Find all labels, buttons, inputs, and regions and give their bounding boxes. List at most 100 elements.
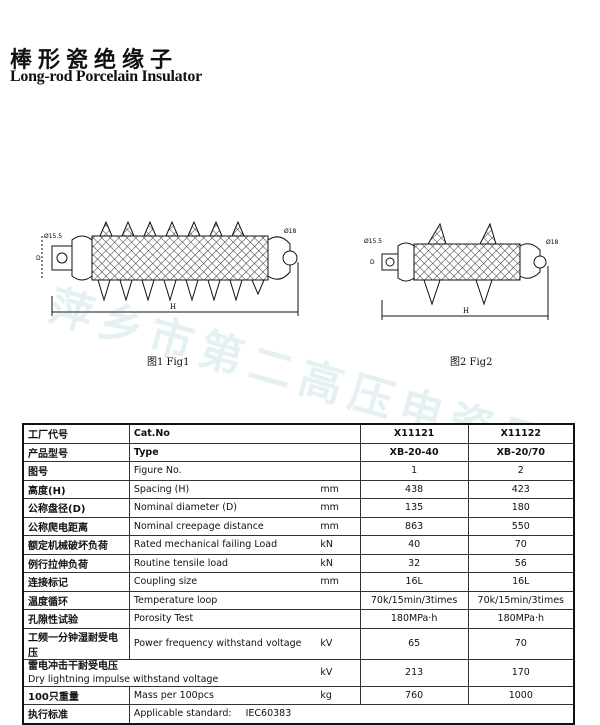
row-cn: 图号 — [22, 461, 130, 481]
header-value-1: X11121 — [359, 423, 469, 444]
row-value-2: 423 — [467, 479, 575, 499]
standard-cell: Applicable standard: IEC60383 — [128, 704, 575, 724]
insulator-drawings: Ø15.5 Ø18 H D Ø15.5 Ø18 H D — [36, 220, 559, 320]
header-value-1: XB-20-40 — [359, 442, 469, 462]
row-unit: kN — [316, 535, 361, 555]
mass-unit: kg — [316, 685, 361, 705]
row-value-2: 550 — [467, 516, 575, 536]
row-unit: kN — [316, 553, 361, 573]
fig1-length-label: H — [170, 303, 176, 311]
mass-en: Mass per 100pcs — [128, 685, 317, 705]
row-unit — [316, 590, 361, 610]
row-value-1: 32 — [359, 553, 469, 573]
row-en: Nominal creepage distance — [128, 516, 317, 536]
row-en: Figure No. — [128, 461, 317, 481]
standard-label: Applicable standard: — [133, 708, 232, 720]
row-value-1: 863 — [359, 516, 469, 536]
row-value-2: 70 — [467, 535, 575, 555]
row-en: Coupling size — [128, 572, 317, 592]
row-unit: mm — [316, 516, 361, 536]
row-value-1: 1 — [359, 461, 469, 481]
fig1-d-label: D — [36, 255, 41, 262]
mass-value-2: 1000 — [467, 685, 575, 705]
lightning-en: Dry lightning impulse withstand voltage — [28, 673, 219, 685]
figure1-drawing — [41, 220, 299, 316]
row-value-2: 16L — [467, 572, 575, 592]
row-value-2: 70 — [467, 627, 575, 660]
fig2-d-label: D — [370, 259, 375, 266]
row-en: Porosity Test — [128, 609, 317, 629]
figure2-drawing — [381, 222, 549, 320]
header-en: Cat.No — [128, 423, 317, 444]
row-value-1: 135 — [359, 498, 469, 518]
row-cn: 公称盘径(D) — [22, 498, 130, 518]
header-unit — [316, 442, 361, 462]
mass-value-1: 760 — [359, 685, 469, 705]
row-value-1: 180MPa·h — [359, 609, 469, 629]
fig1-left-diameter: Ø15.5 — [44, 233, 62, 240]
row-cn: 连接标记 — [22, 572, 130, 592]
fig2-length-label: H — [463, 307, 469, 315]
header-en: Type — [128, 442, 317, 462]
row-unit: mm — [316, 479, 361, 499]
title-chinese: 棒形瓷绝缘子 — [10, 47, 179, 73]
row-value-1: 70k/15min/3times — [359, 590, 469, 610]
row-cn: 高度(H) — [22, 479, 130, 499]
mass-cn: 100只重量 — [22, 685, 130, 705]
header-unit — [316, 423, 361, 444]
row-value-2: 56 — [467, 553, 575, 573]
row-en: Routine tensile load — [128, 553, 317, 573]
lightning-value-2: 170 — [467, 658, 575, 687]
row-cn: 额定机械破坏负荷 — [22, 535, 130, 555]
fig1-caption: 图1 Fig1 — [147, 357, 190, 368]
header-cn: 产品型号 — [22, 442, 130, 462]
fig2-right-diameter: Ø18 — [546, 239, 559, 246]
header-value-2: XB-20/70 — [467, 442, 575, 462]
header-value-2: X11122 — [467, 423, 575, 444]
row-value-1: 16L — [359, 572, 469, 592]
row-cn: 温度循环 — [22, 590, 130, 610]
row-value-1: 40 — [359, 535, 469, 555]
row-cn: 工频一分钟湿耐受电压 — [22, 627, 130, 660]
row-cn: 公称爬电距离 — [22, 516, 130, 536]
row-unit — [316, 609, 361, 629]
row-unit — [316, 461, 361, 481]
row-value-2: 180MPa·h — [467, 609, 575, 629]
row-value-1: 438 — [359, 479, 469, 499]
row-en: Temperature loop — [128, 590, 317, 610]
row-unit: mm — [316, 572, 361, 592]
lightning-unit: kV — [316, 658, 361, 687]
row-en: Nominal diameter (D) — [128, 498, 317, 518]
row-en: Spacing (H) — [128, 479, 317, 499]
row-value-2: 180 — [467, 498, 575, 518]
row-en: Power frequency withstand voltage — [128, 627, 317, 660]
title-english: Long-rod Porcelain Insulator — [10, 68, 202, 85]
row-cn: 孔隙性试验 — [22, 609, 130, 629]
row-value-2: 70k/15min/3times — [467, 590, 575, 610]
fig2-caption: 图2 Fig2 — [450, 357, 493, 368]
standard-cn: 执行标准 — [22, 704, 130, 724]
row-value-1: 65 — [359, 627, 469, 660]
row-en: Rated mechanical failing Load — [128, 535, 317, 555]
standard-value: IEC60383 — [245, 708, 292, 720]
row-unit: mm — [316, 498, 361, 518]
header-cn: 工厂代号 — [22, 423, 130, 444]
row-cn: 例行拉伸负荷 — [22, 553, 130, 573]
